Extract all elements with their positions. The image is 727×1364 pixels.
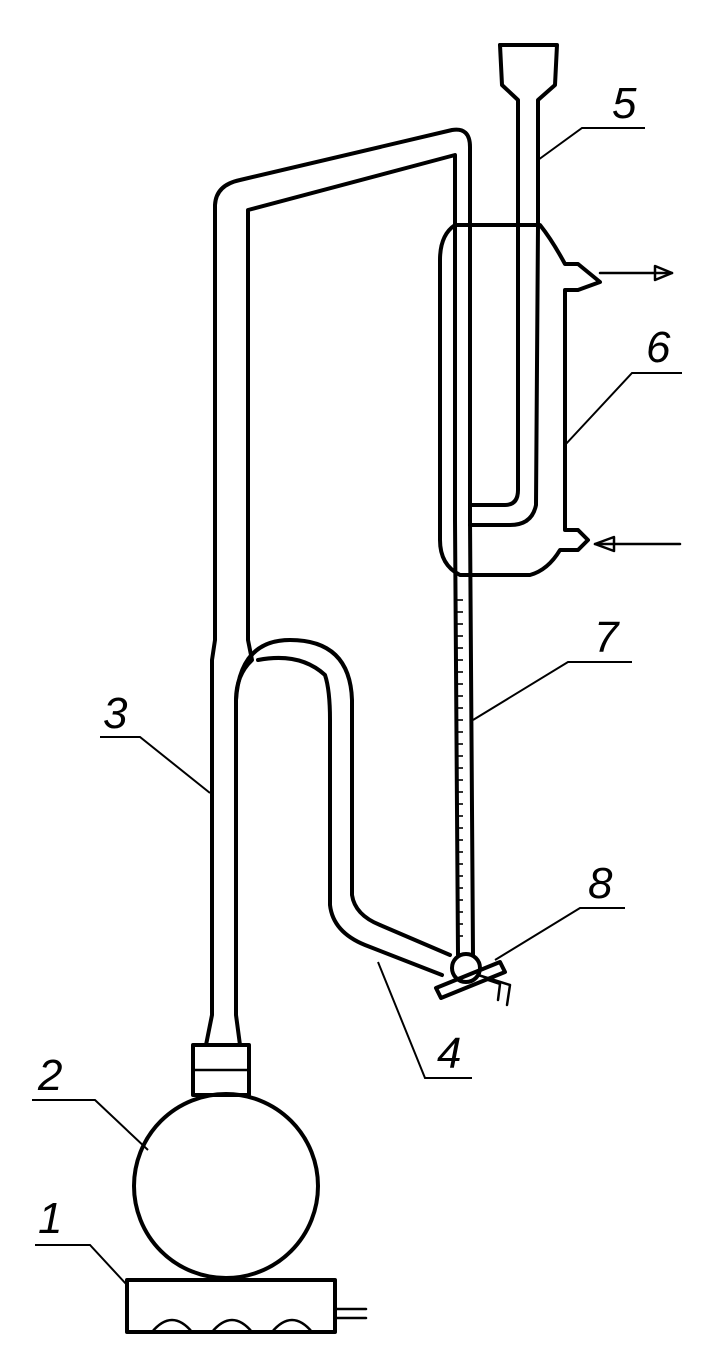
stopcock — [434, 952, 512, 1007]
leader-2 — [32, 1099, 149, 1151]
vapor-tube — [204, 127, 472, 1047]
leader-4 — [377, 961, 472, 1079]
leader-5 — [537, 127, 645, 161]
callout-1: 1 — [38, 1194, 62, 1243]
callout-7: 7 — [594, 613, 620, 662]
graduation-marks — [457, 599, 463, 937]
funnel-tube — [468, 43, 559, 527]
leader-1 — [35, 1244, 128, 1286]
callout-2: 2 — [37, 1051, 62, 1100]
callout-3: 3 — [103, 689, 128, 738]
callout-5: 5 — [612, 79, 637, 128]
leader-8 — [494, 907, 625, 961]
return-tube — [234, 638, 452, 977]
callout-labels: 1 2 3 4 5 6 7 8 — [37, 79, 671, 1243]
callout-4: 4 — [437, 1029, 461, 1078]
leader-7 — [472, 661, 632, 721]
callout-6: 6 — [646, 323, 671, 372]
callout-8: 8 — [588, 859, 613, 908]
heater — [125, 1278, 368, 1334]
leader-lines — [32, 127, 682, 1286]
leader-6 — [564, 372, 682, 446]
leader-3 — [100, 736, 211, 794]
condenser — [438, 223, 682, 577]
flask — [132, 1043, 320, 1280]
graduated-tube — [453, 518, 475, 957]
